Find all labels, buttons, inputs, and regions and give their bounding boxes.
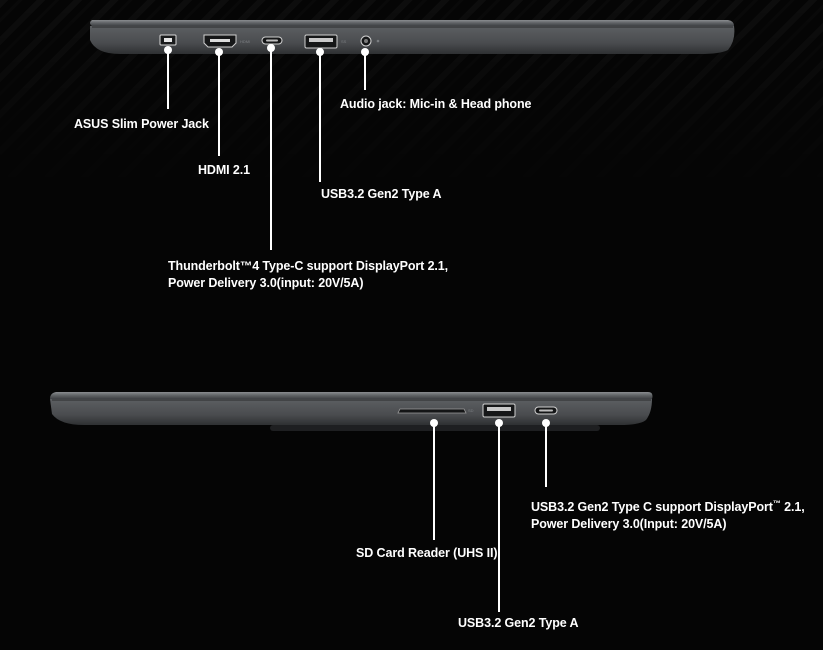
label-usb-c-line1: USB3.2 Gen2 Type C support DisplayPort™ … bbox=[531, 499, 805, 515]
laptop-left-base bbox=[90, 26, 735, 54]
label-sd-card: SD Card Reader (UHS II) bbox=[356, 546, 498, 560]
label-audio-jack: Audio jack: Mic-in & Head phone bbox=[340, 97, 532, 111]
label-thunderbolt-line1: Thunderbolt™4 Type-C support DisplayPort… bbox=[168, 259, 449, 273]
hdmi-port: HDMI bbox=[203, 34, 250, 48]
usb-a-port-left: SS bbox=[304, 34, 347, 49]
label-hdmi: HDMI 2.1 bbox=[198, 163, 250, 177]
label-usb-c: USB3.2 Gen2 Type C support DisplayPort™ … bbox=[531, 495, 805, 533]
laptop-right-side: SD bbox=[50, 392, 653, 612]
label-usb-c-line2: Power Delivery 3.0(Input: 20V/5A) bbox=[531, 517, 727, 532]
svg-text:SD: SD bbox=[468, 408, 474, 413]
audio-jack-port bbox=[360, 35, 380, 47]
callout-lines-left bbox=[164, 44, 369, 250]
laptop-right-base bbox=[50, 399, 652, 425]
thunderbolt-port bbox=[261, 36, 283, 45]
sd-card-port: SD bbox=[397, 408, 474, 414]
laptop-right-lid bbox=[50, 392, 653, 399]
label-usb-a-left: USB3.2 Gen2 Type A bbox=[321, 187, 442, 201]
laptop-left-lid bbox=[90, 20, 734, 26]
callout-lines-right bbox=[430, 419, 550, 612]
usb-a-port-right bbox=[482, 403, 516, 418]
svg-text:HDMI: HDMI bbox=[240, 39, 250, 44]
label-thunderbolt-line2: Power Delivery 3.0(input: 20V/5A) bbox=[168, 276, 364, 290]
power-jack-port bbox=[159, 34, 177, 46]
svg-text:SS: SS bbox=[341, 39, 347, 44]
label-power-jack: ASUS Slim Power Jack bbox=[74, 117, 209, 131]
usb-c-port-right bbox=[534, 406, 558, 415]
laptop-left-side: HDMI SS bbox=[90, 20, 735, 250]
label-thunderbolt: Thunderbolt™4 Type-C support DisplayPort… bbox=[168, 258, 448, 292]
label-usb-a-right: USB3.2 Gen2 Type A bbox=[458, 616, 579, 630]
